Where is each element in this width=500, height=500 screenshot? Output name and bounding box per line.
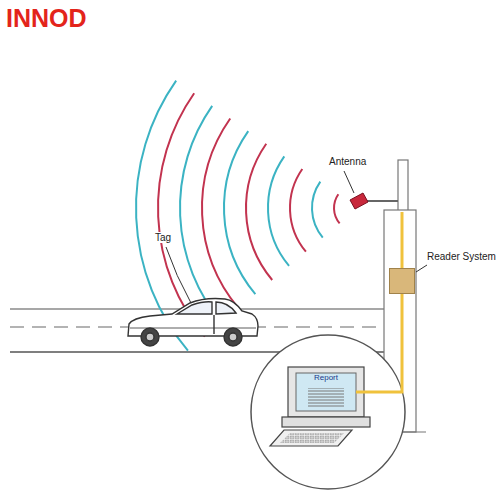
radio-wave	[224, 131, 255, 294]
leader-line	[344, 171, 354, 193]
car-wheel	[141, 328, 159, 346]
leader-line	[166, 247, 191, 303]
car-window	[177, 302, 212, 314]
car-hub	[229, 333, 237, 341]
car-hub	[146, 333, 154, 341]
car	[128, 299, 258, 347]
antenna-label: Antenna	[328, 156, 367, 167]
antenna-panel	[350, 193, 368, 209]
cable	[356, 294, 402, 392]
car-door	[213, 315, 214, 334]
screen-report	[308, 388, 344, 407]
radio-wave	[312, 182, 323, 238]
antenna-mast	[398, 160, 408, 212]
screen-node: Report	[296, 373, 356, 411]
monitor-screen	[296, 373, 356, 411]
radio-wave	[268, 156, 289, 265]
car-window	[216, 302, 236, 314]
radio-wave	[180, 106, 222, 323]
radio-wave	[202, 119, 238, 309]
computer	[251, 335, 405, 489]
radio-wave	[290, 169, 306, 252]
computer-base	[282, 417, 370, 427]
antenna-node: Antenna	[326, 156, 418, 212]
leader-line	[416, 265, 427, 272]
antenna-bracket	[366, 200, 398, 202]
reader-box: Reader System	[389, 268, 415, 294]
screen-title: Report	[313, 374, 339, 383]
monitor	[288, 367, 364, 417]
callout-circle	[251, 335, 405, 489]
radio-wave	[334, 194, 340, 223]
cable	[401, 212, 404, 268]
keyboard-keys	[280, 433, 344, 443]
reader-label: Reader System	[426, 251, 497, 262]
tag-label: Tag	[153, 232, 173, 243]
brand-title: INNOD	[6, 4, 87, 33]
keyboard	[270, 430, 352, 446]
car-wheel	[224, 328, 242, 346]
radio-wave	[246, 144, 272, 280]
